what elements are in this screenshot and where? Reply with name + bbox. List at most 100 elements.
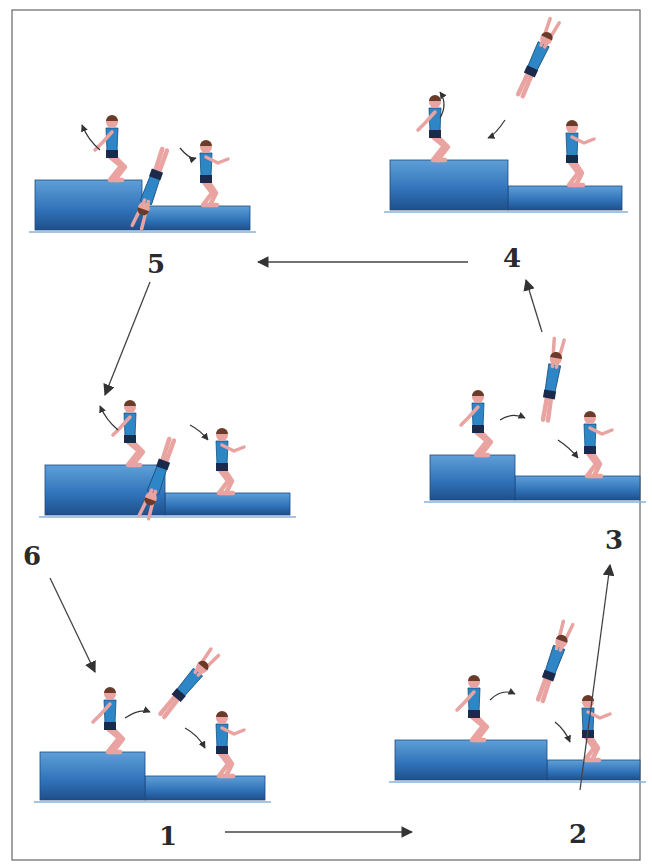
shorts xyxy=(472,425,484,433)
high-block xyxy=(430,455,515,500)
low-mat xyxy=(165,493,290,515)
shorts xyxy=(156,459,170,471)
low-mat xyxy=(145,776,265,800)
leg xyxy=(154,149,163,172)
shorts xyxy=(104,722,116,730)
head xyxy=(538,31,554,47)
head xyxy=(584,412,596,424)
step-number: 1 xyxy=(156,822,180,850)
hair xyxy=(429,95,441,101)
exercise-panel xyxy=(39,400,296,519)
gymnast-figure xyxy=(157,648,219,719)
gymnast-figure xyxy=(113,400,143,465)
hair xyxy=(541,30,554,41)
hair xyxy=(104,687,116,693)
arm xyxy=(222,445,244,451)
shorts xyxy=(584,446,596,454)
hair xyxy=(550,351,563,359)
leg xyxy=(164,698,180,717)
head xyxy=(566,121,578,133)
sequence-arrow xyxy=(225,831,412,832)
shorts xyxy=(200,175,212,183)
head xyxy=(193,659,210,676)
hair xyxy=(566,120,578,126)
gymnast-figure xyxy=(515,18,561,97)
motion-arrow xyxy=(558,440,578,458)
gymnast-figure xyxy=(457,675,487,740)
hair xyxy=(556,633,569,643)
leg xyxy=(132,441,143,465)
gymnast-figure xyxy=(582,695,610,760)
leg xyxy=(112,728,123,752)
gymnast-figure xyxy=(584,411,612,476)
motion-arrow xyxy=(440,92,444,118)
head xyxy=(136,201,151,216)
shorts xyxy=(468,710,480,718)
low-mat xyxy=(547,760,640,780)
leg xyxy=(574,161,583,185)
leg xyxy=(161,439,170,462)
shorts xyxy=(124,435,136,443)
motion-arrow xyxy=(125,711,150,718)
low-mat xyxy=(142,206,250,230)
step-number: 4 xyxy=(500,244,524,272)
arm xyxy=(418,112,435,130)
hair xyxy=(136,207,149,217)
leg xyxy=(437,136,448,160)
head xyxy=(472,391,484,403)
step-number: 2 xyxy=(566,820,590,848)
head xyxy=(143,491,158,506)
arm xyxy=(590,428,612,434)
hair xyxy=(124,400,136,406)
high-block xyxy=(390,160,508,210)
floor-line xyxy=(34,801,271,803)
head xyxy=(124,401,136,413)
high-block xyxy=(35,180,142,230)
leg xyxy=(547,397,552,421)
shorts xyxy=(543,389,556,399)
leg xyxy=(224,469,233,493)
arm xyxy=(572,137,594,143)
high-block xyxy=(40,752,145,800)
leg xyxy=(114,156,125,180)
arm xyxy=(93,704,110,722)
sequence-arrow xyxy=(258,261,468,262)
gymnast-figure xyxy=(461,390,491,455)
leg xyxy=(224,752,233,776)
head xyxy=(468,676,480,688)
shorts xyxy=(106,150,118,158)
shorts xyxy=(524,65,538,77)
gymnast-figure xyxy=(216,711,244,776)
shorts xyxy=(566,155,578,163)
shorts xyxy=(172,688,186,702)
head xyxy=(106,116,118,128)
motion-arrow xyxy=(490,692,515,700)
hair xyxy=(198,658,211,670)
head xyxy=(216,712,228,724)
gymnast-figure xyxy=(131,148,170,229)
floor-line xyxy=(389,781,646,783)
sequence-arrow xyxy=(105,282,150,395)
exercise-panel xyxy=(29,115,256,232)
floor-line xyxy=(384,211,628,213)
gymnast-figure xyxy=(138,438,177,519)
arm xyxy=(457,692,474,710)
leg xyxy=(592,452,601,476)
gymnast-figure xyxy=(200,140,228,205)
exercise-panel xyxy=(424,338,646,502)
leg xyxy=(590,736,599,760)
hair xyxy=(200,140,212,146)
step-number: 3 xyxy=(602,526,626,554)
hair xyxy=(216,711,228,717)
exercise-panel xyxy=(34,648,271,802)
gymnast-figure xyxy=(534,621,573,702)
floor-line xyxy=(39,516,296,518)
arm xyxy=(206,157,228,163)
leg xyxy=(480,431,491,455)
floor-line xyxy=(424,501,646,503)
step-number: 5 xyxy=(144,250,168,278)
gymnast-figure xyxy=(216,428,244,493)
head xyxy=(429,96,441,108)
